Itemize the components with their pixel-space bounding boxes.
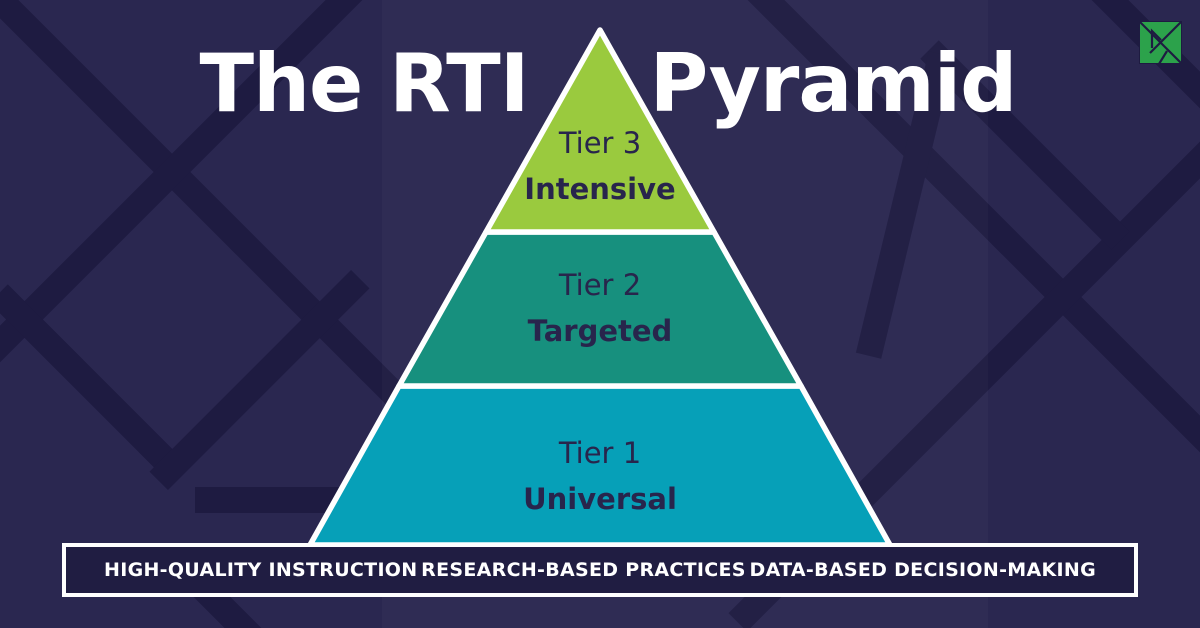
tier-1-name: Tier 1 xyxy=(558,436,642,470)
tier-2-name: Tier 2 xyxy=(558,268,642,302)
tier-3-name: Tier 3 xyxy=(558,126,642,160)
page-title-left: The RTI xyxy=(199,37,530,130)
tier-3-segment xyxy=(483,27,717,235)
tier-1-sublabel: Universal xyxy=(523,482,677,516)
foundation-item-data-based-decision-making: DATA-BASED DECISION-MAKING xyxy=(749,559,1096,581)
brand-logo-icon xyxy=(1139,21,1182,64)
tier-1-labels: Tier 1 Universal xyxy=(523,436,677,516)
page-title-right: Pyramid xyxy=(649,37,1018,130)
tier-2-labels: Tier 2 Targeted xyxy=(528,268,673,348)
foundation-item-high-quality-instruction: HIGH-QUALITY INSTRUCTION xyxy=(104,559,418,581)
tier-3-labels: Tier 3 Intensive xyxy=(524,126,675,206)
foundation-bar: HIGH-QUALITY INSTRUCTION RESEARCH-BASED … xyxy=(62,543,1138,597)
tier-3-sublabel: Intensive xyxy=(524,172,676,206)
tier-2-sublabel: Targeted xyxy=(527,314,673,348)
foundation-item-research-based-practices: RESEARCH-BASED PRACTICES xyxy=(421,559,746,581)
